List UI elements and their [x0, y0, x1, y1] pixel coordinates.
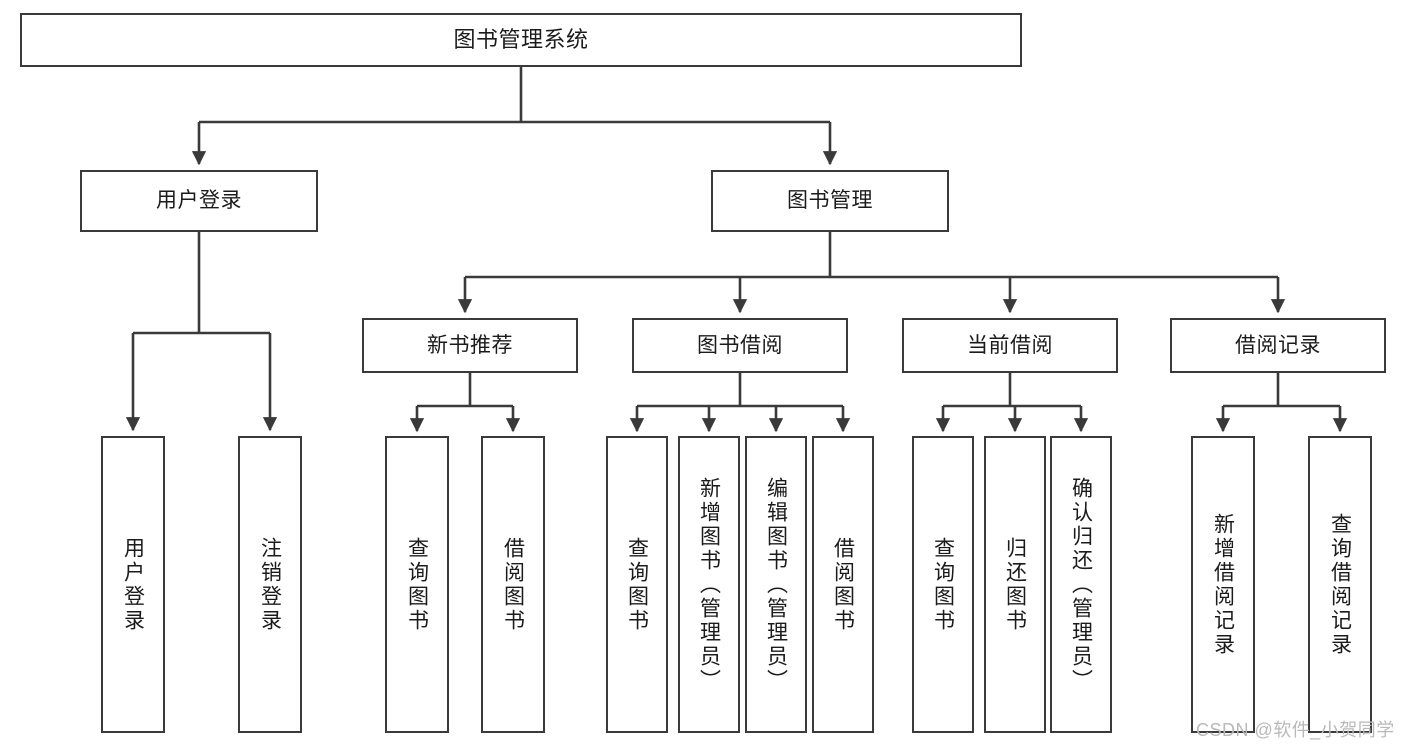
leaf-query-borrowing-record[interactable]: 查询借阅记录 [1308, 436, 1372, 733]
node-label: 新增图书（管理员） [697, 476, 721, 693]
node-label: 查询图书 [625, 536, 649, 633]
node-label: 借阅图书 [831, 536, 855, 633]
leaf-logout[interactable]: 注销登录 [238, 436, 302, 733]
leaf-user-login[interactable]: 用户登录 [101, 436, 165, 733]
node-label: 查询图书 [931, 536, 955, 633]
leaf-add-book-admin[interactable]: 新增图书（管理员） [678, 436, 740, 733]
leaf-add-borrowing-record[interactable]: 新增借阅记录 [1191, 436, 1255, 733]
leaf-query-books-current[interactable]: 查询图书 [912, 436, 974, 733]
node-label: 新书推荐 [427, 333, 513, 357]
node-label: 注销登录 [258, 536, 282, 633]
leaf-query-books-recommendation[interactable]: 查询图书 [385, 436, 449, 733]
node-label: 编辑图书（管理员） [764, 476, 788, 693]
node-label: 归还图书 [1003, 536, 1027, 633]
node-book-management[interactable]: 图书管理 [711, 170, 949, 232]
node-label: 用户登录 [121, 536, 145, 633]
leaf-borrow-books-recommendation[interactable]: 借阅图书 [481, 436, 545, 733]
node-label: 图书借阅 [697, 333, 783, 357]
node-label: 图书管理系统 [453, 26, 589, 52]
node-label: 新增借阅记录 [1211, 512, 1235, 657]
node-borrowing-records[interactable]: 借阅记录 [1170, 318, 1386, 373]
leaf-return-books[interactable]: 归还图书 [984, 436, 1046, 733]
node-book-borrowing[interactable]: 图书借阅 [632, 318, 848, 373]
node-user-login[interactable]: 用户登录 [80, 170, 318, 232]
leaf-borrow-books-borrowing[interactable]: 借阅图书 [812, 436, 874, 733]
node-label: 查询图书 [405, 536, 429, 633]
leaf-confirm-return-admin[interactable]: 确认归还（管理员） [1050, 436, 1112, 733]
node-label: 借阅记录 [1235, 333, 1321, 357]
csdn-watermark: CSDN @软件_小贺同学 [1196, 720, 1395, 740]
node-label: 用户登录 [156, 189, 242, 213]
node-label: 确认归还（管理员） [1069, 476, 1093, 693]
node-label: 查询借阅记录 [1328, 512, 1352, 657]
node-new-book-recommendation[interactable]: 新书推荐 [362, 318, 578, 373]
node-label: 借阅图书 [501, 536, 525, 633]
leaf-edit-book-admin[interactable]: 编辑图书（管理员） [745, 436, 807, 733]
node-root-system[interactable]: 图书管理系统 [20, 13, 1022, 67]
node-label: 图书管理 [787, 189, 873, 213]
node-current-borrowing[interactable]: 当前借阅 [902, 318, 1118, 373]
leaf-query-books-borrowing[interactable]: 查询图书 [606, 436, 668, 733]
node-label: 当前借阅 [967, 333, 1053, 357]
